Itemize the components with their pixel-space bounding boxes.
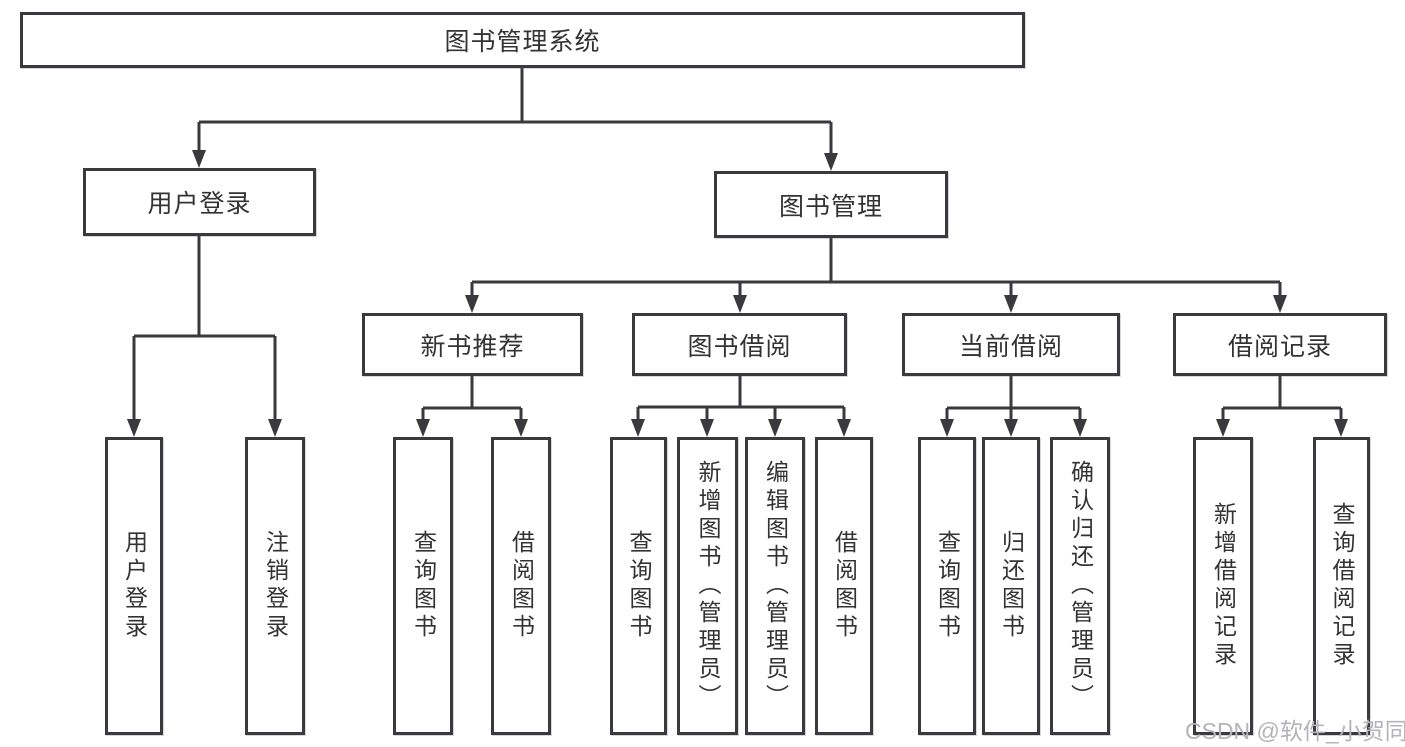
leaf-borrow-books-2-label: 借阅图书 (831, 530, 858, 642)
leaf-query-books-1-label: 查询图书 (410, 530, 437, 642)
node-user-login: 用户登录 (83, 168, 316, 236)
node-new-book-recommend: 新书推荐 (362, 313, 583, 376)
node-book-borrow: 图书借阅 (632, 313, 847, 376)
node-borrow-records-label: 借阅记录 (1227, 332, 1332, 361)
node-root-label: 图书管理系统 (444, 28, 601, 56)
leaf-confirm-return-admin: 确认归还（管理员） (1050, 437, 1110, 735)
leaf-query-books-2: 查询图书 (610, 437, 667, 735)
leaf-return-books: 归还图书 (982, 437, 1040, 735)
leaf-return-books-label: 归还图书 (998, 530, 1025, 642)
leaf-query-books-2-label: 查询图书 (626, 530, 652, 642)
leaf-user-login: 用户登录 (105, 437, 163, 735)
leaf-borrow-books-1: 借阅图书 (491, 437, 551, 735)
node-new-book-recommend-label: 新书推荐 (420, 332, 525, 361)
leaf-borrow-books-2: 借阅图书 (815, 437, 873, 735)
leaf-logout: 注销登录 (245, 437, 305, 735)
node-user-login-label: 用户登录 (147, 190, 252, 218)
leaf-query-borrow-record: 查询借阅记录 (1313, 437, 1370, 735)
node-root: 图书管理系统 (20, 12, 1025, 68)
leaf-query-borrow-record-label: 查询借阅记录 (1329, 502, 1355, 670)
node-current-borrow: 当前借阅 (902, 313, 1120, 376)
leaf-add-borrow-record: 新增借阅记录 (1193, 437, 1253, 735)
leaf-add-borrow-record-label: 新增借阅记录 (1210, 502, 1237, 670)
leaf-query-books-3: 查询图书 (918, 437, 976, 735)
leaf-borrow-books-1-label: 借阅图书 (508, 530, 535, 642)
node-book-management-label: 图书管理 (778, 192, 883, 221)
leaf-logout-label: 注销登录 (262, 530, 289, 642)
node-borrow-records: 借阅记录 (1173, 313, 1387, 376)
leaf-edit-books-admin-label: 编辑图书（管理员） (762, 460, 789, 712)
node-current-borrow-label: 当前借阅 (958, 332, 1063, 361)
node-book-management: 图书管理 (714, 171, 948, 238)
watermark-text: CSDN @软件_小贺同学 (1185, 718, 1405, 744)
leaf-add-books-admin: 新增图书（管理员） (677, 437, 738, 735)
leaf-user-login-label: 用户登录 (121, 530, 148, 642)
leaf-confirm-return-admin-label: 确认归还（管理员） (1067, 460, 1094, 712)
node-book-borrow-label: 图书借阅 (687, 332, 792, 361)
leaf-add-books-admin-label: 新增图书（管理员） (695, 460, 721, 712)
leaf-query-books-3-label: 查询图书 (934, 530, 961, 642)
leaf-query-books-1: 查询图书 (393, 437, 453, 735)
leaf-edit-books-admin: 编辑图书（管理员） (745, 437, 805, 735)
